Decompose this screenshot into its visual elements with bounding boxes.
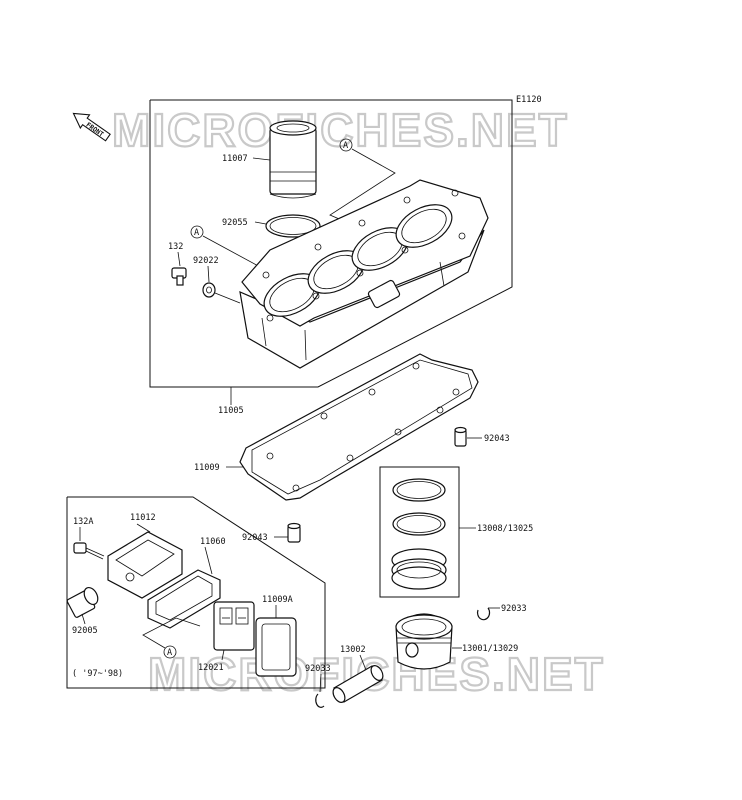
label-11007: 11007 (222, 154, 248, 164)
label-13001-13029: 13001/13029 (462, 644, 518, 654)
label-11005: 11005 (218, 406, 244, 416)
callout-a-left-letter: A (194, 228, 199, 238)
label-92022: 92022 (193, 256, 219, 266)
cover-11012 (107, 531, 183, 599)
plate-12021 (213, 601, 255, 651)
label-132a: 132A (73, 517, 93, 527)
cylinder-liner (269, 120, 317, 199)
label-11009a: 11009A (262, 595, 293, 605)
callout-a-bottom-letter: A (167, 648, 172, 658)
front-arrow-icon: FRONT (72, 112, 111, 142)
bolt-132 (171, 267, 187, 286)
callout-a-bottom (163, 645, 177, 659)
gasket-11060 (147, 569, 221, 629)
callout-a-top-letter: A (343, 141, 348, 151)
label-11009: 11009 (194, 463, 220, 473)
label-92033-right: 92033 (501, 604, 527, 614)
label-92043-upper: 92043 (484, 434, 510, 444)
head-gasket (239, 353, 479, 501)
piston-pin (332, 665, 384, 703)
cylinder-block (239, 179, 489, 369)
cylinder-group-frame (149, 99, 513, 388)
callout-a-left (190, 225, 204, 239)
gasket-11009a (255, 617, 297, 677)
piston-rings (391, 478, 447, 590)
variant-note: ( '97~'98) (72, 669, 123, 679)
label-132: 132 (168, 242, 183, 252)
circlip-right (476, 607, 491, 621)
washer-92022 (202, 282, 216, 298)
leader-a-bottom (142, 617, 201, 649)
label-92033-left: 92033 (305, 664, 331, 674)
dowel-pin-middle (287, 522, 301, 543)
o-ring (265, 214, 321, 238)
callout-a-top (339, 138, 353, 152)
piston (395, 613, 453, 670)
watermark-top: MICROFICHES.NET (112, 104, 569, 156)
variant-group-frame (66, 496, 326, 689)
label-92043-middle: 92043 (242, 533, 268, 543)
label-13008-13025: 13008/13025 (477, 524, 533, 534)
fitting-92005 (66, 586, 99, 618)
label-13002: 13002 (340, 645, 366, 655)
label-92055: 92055 (222, 218, 248, 228)
label-11012: 11012 (130, 513, 156, 523)
bolt-132a (73, 542, 105, 560)
diagram-code: E1120 (516, 95, 542, 105)
leader-a-left (202, 235, 263, 269)
label-11060: 11060 (200, 537, 226, 547)
dowel-pin-upper (454, 426, 467, 447)
circlip-left (315, 693, 325, 708)
label-12021: 12021 (198, 663, 224, 673)
piston-ring-box (379, 466, 460, 598)
label-92005: 92005 (72, 626, 98, 636)
